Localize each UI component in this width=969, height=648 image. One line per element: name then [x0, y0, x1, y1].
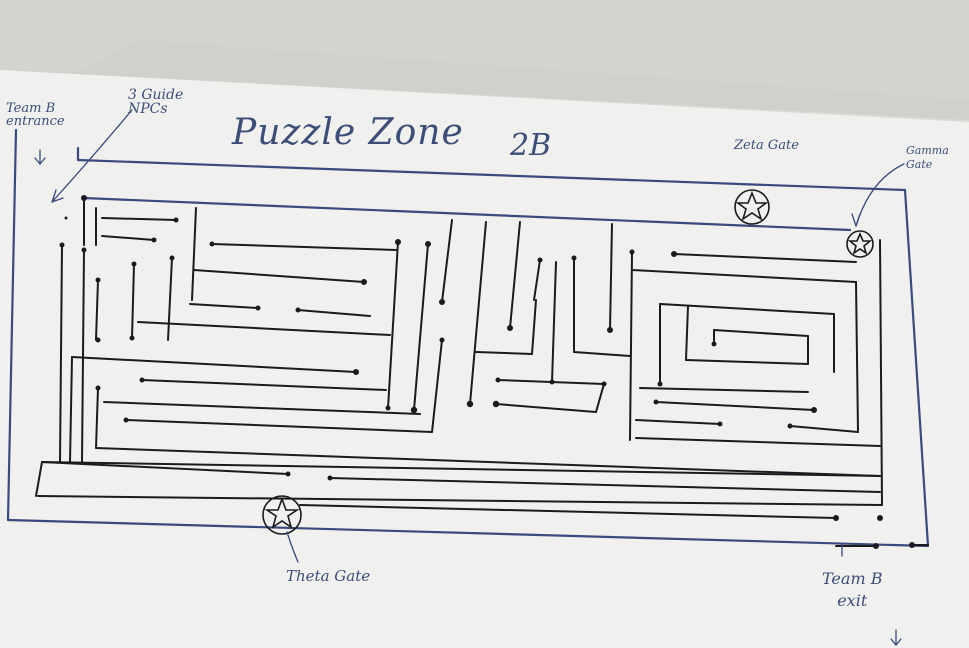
annotation-arrows	[34, 109, 905, 647]
wall-end-dots	[59, 195, 915, 549]
exit-label: Team B exit	[822, 569, 883, 610]
zone-id: 2B	[510, 128, 552, 163]
maze-walls	[35, 197, 929, 547]
maze-border	[6, 128, 930, 548]
zeta-gate-star-icon	[734, 189, 770, 225]
paper-shadow	[0, 40, 969, 122]
gamma-gate-star-icon	[846, 230, 874, 258]
theta-gate-star-icon	[262, 495, 302, 535]
zeta-gate-label: Zeta Gate	[734, 138, 799, 153]
paper-sheet	[0, 70, 969, 648]
theta-gate-label: Theta Gate	[286, 567, 371, 585]
diagram-title: Puzzle Zone	[232, 112, 464, 153]
gate-markers	[262, 189, 874, 535]
entrance-label: Team B entrance	[6, 101, 65, 129]
gamma-gate-label: Gamma Gate	[906, 144, 949, 171]
guide-npcs-label: 3 Guide NPCs	[128, 87, 184, 117]
